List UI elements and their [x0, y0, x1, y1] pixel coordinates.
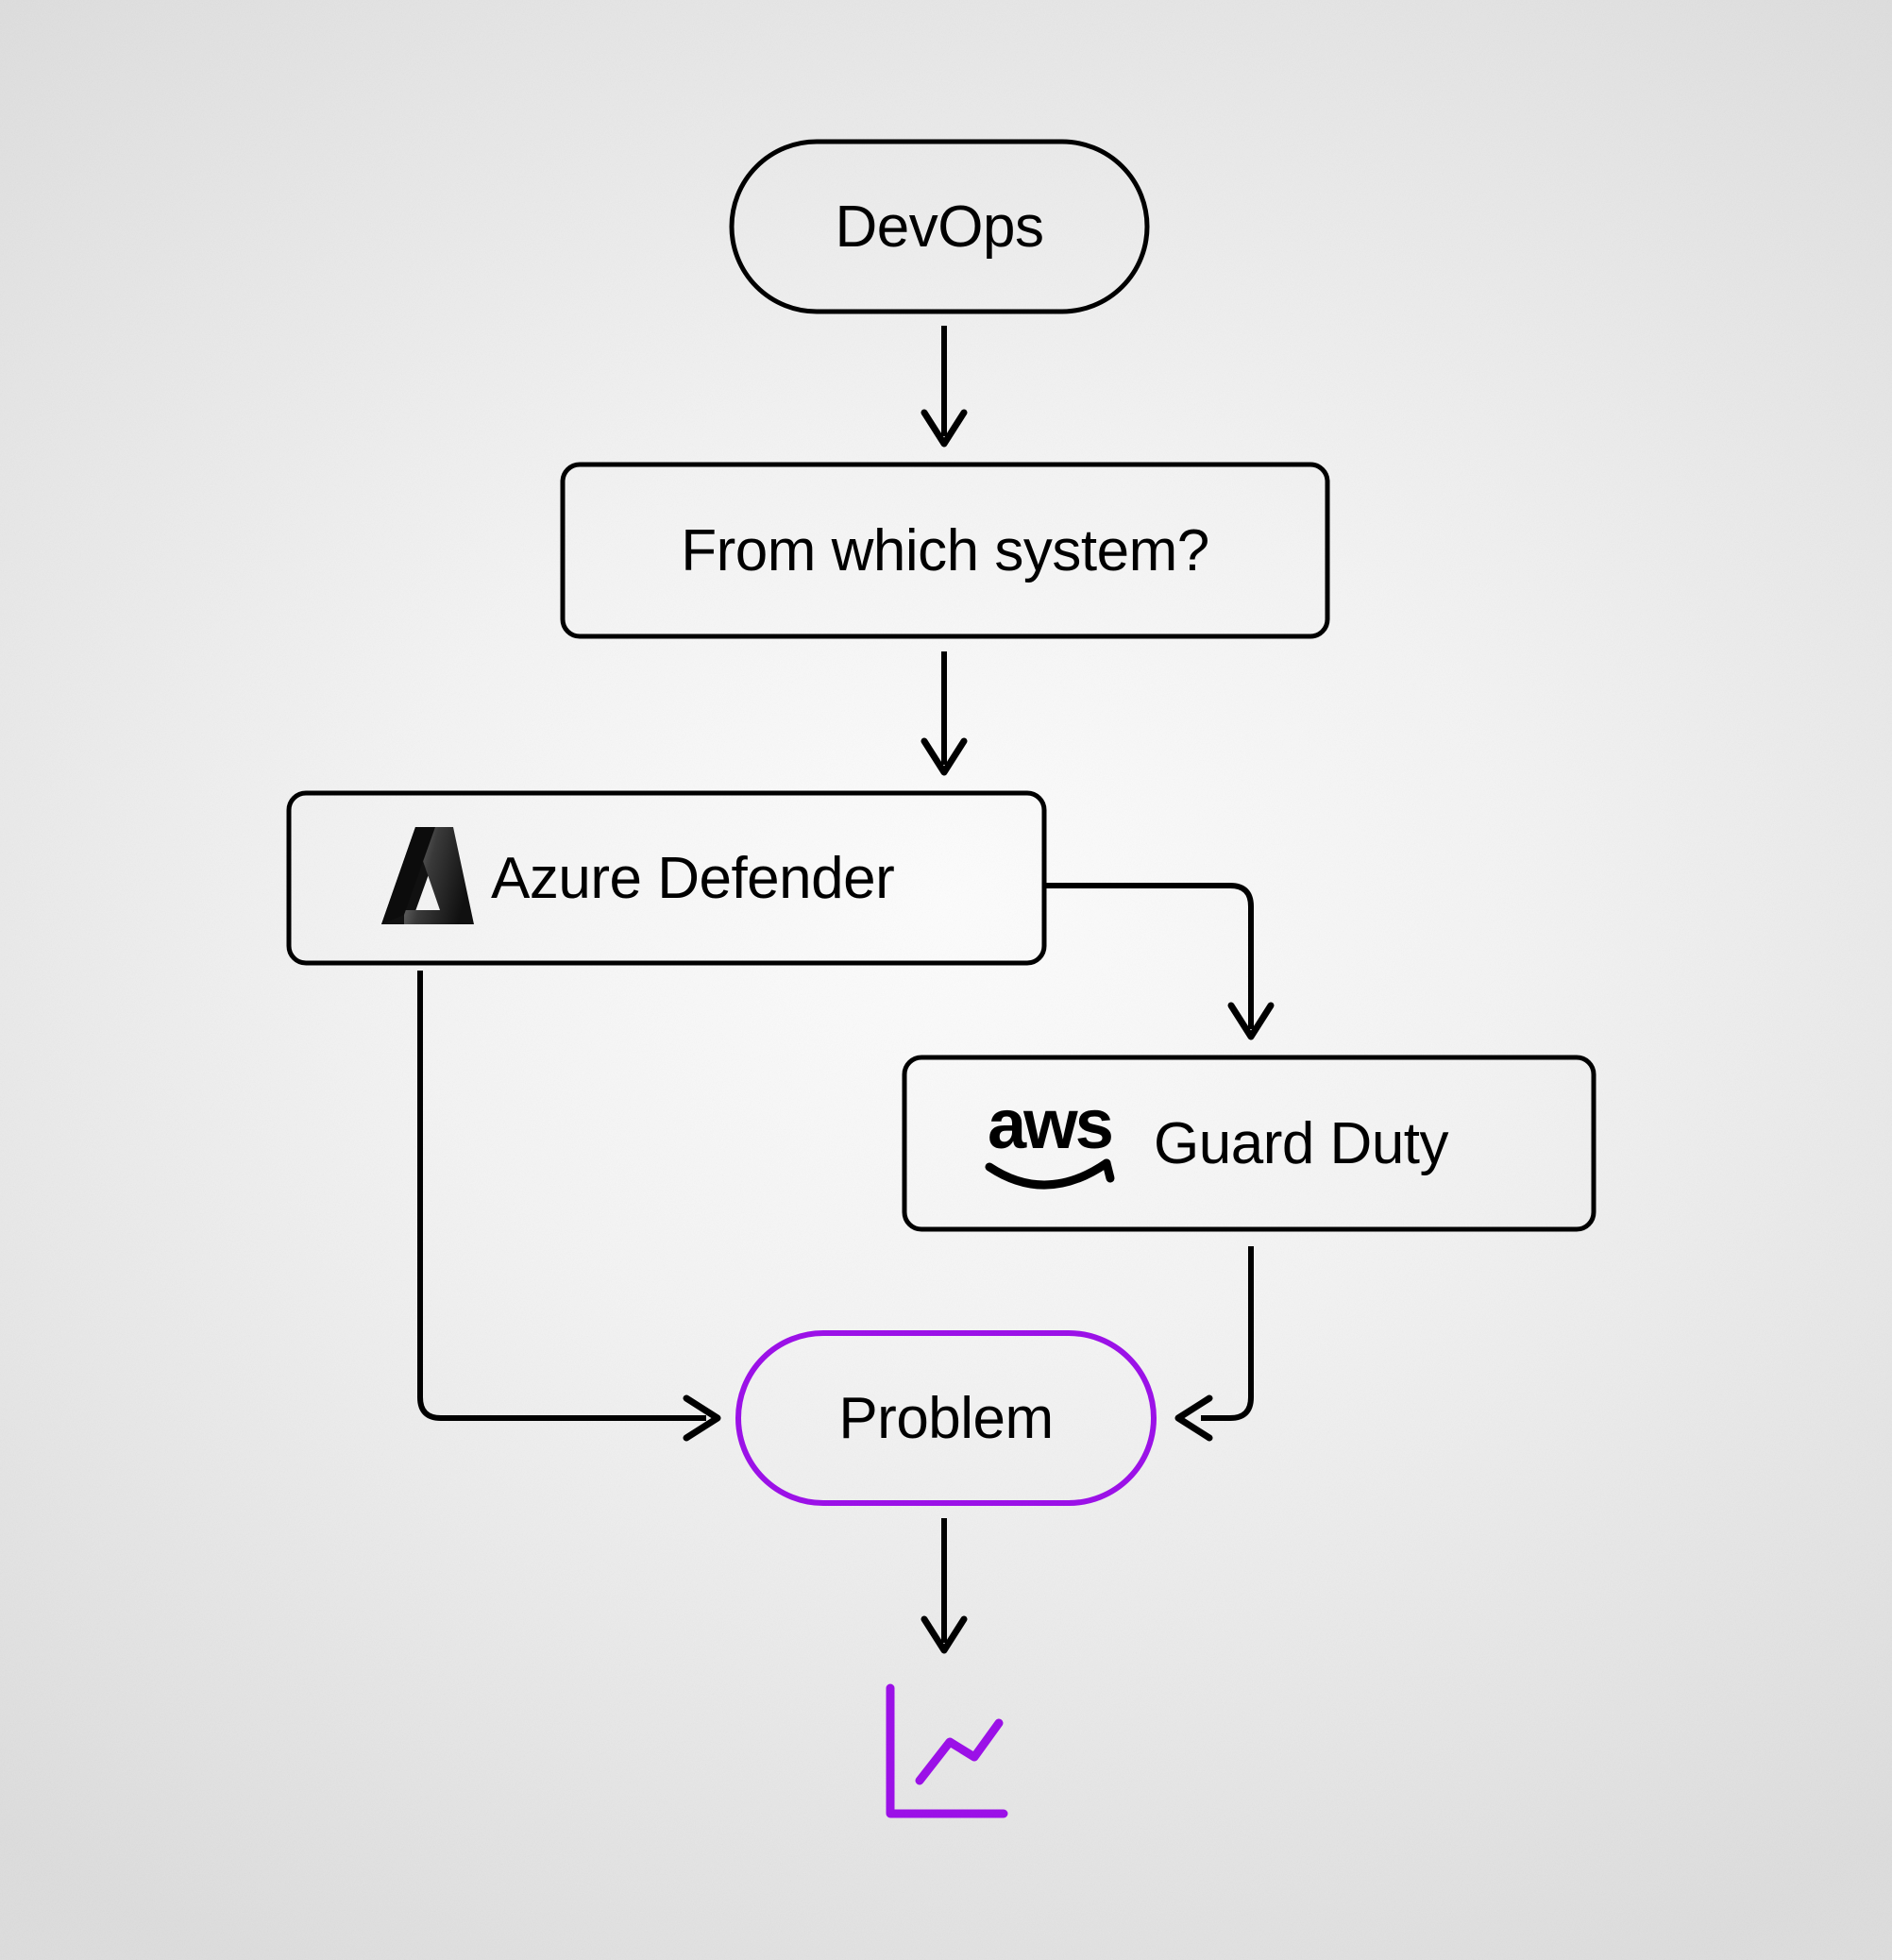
edge-problem-to-chart [921, 1518, 968, 1654]
node-from-which-system-shape[interactable] [560, 462, 1330, 639]
aws-logo-icon: aws [985, 1085, 1115, 1190]
azure-logo-icon [381, 827, 474, 924]
edge-system-to-azure [921, 651, 968, 776]
edge-azure-to-problem [417, 971, 721, 1442]
edge-devops-to-system [921, 326, 968, 448]
svg-text:aws: aws [988, 1085, 1112, 1163]
node-devops-shape[interactable] [729, 139, 1150, 314]
edge-azure-to-guardduty [1044, 883, 1275, 1040]
line-chart-icon [886, 1683, 1008, 1818]
edge-guardduty-to-problem [1174, 1246, 1254, 1442]
node-problem-shape[interactable] [735, 1330, 1157, 1506]
